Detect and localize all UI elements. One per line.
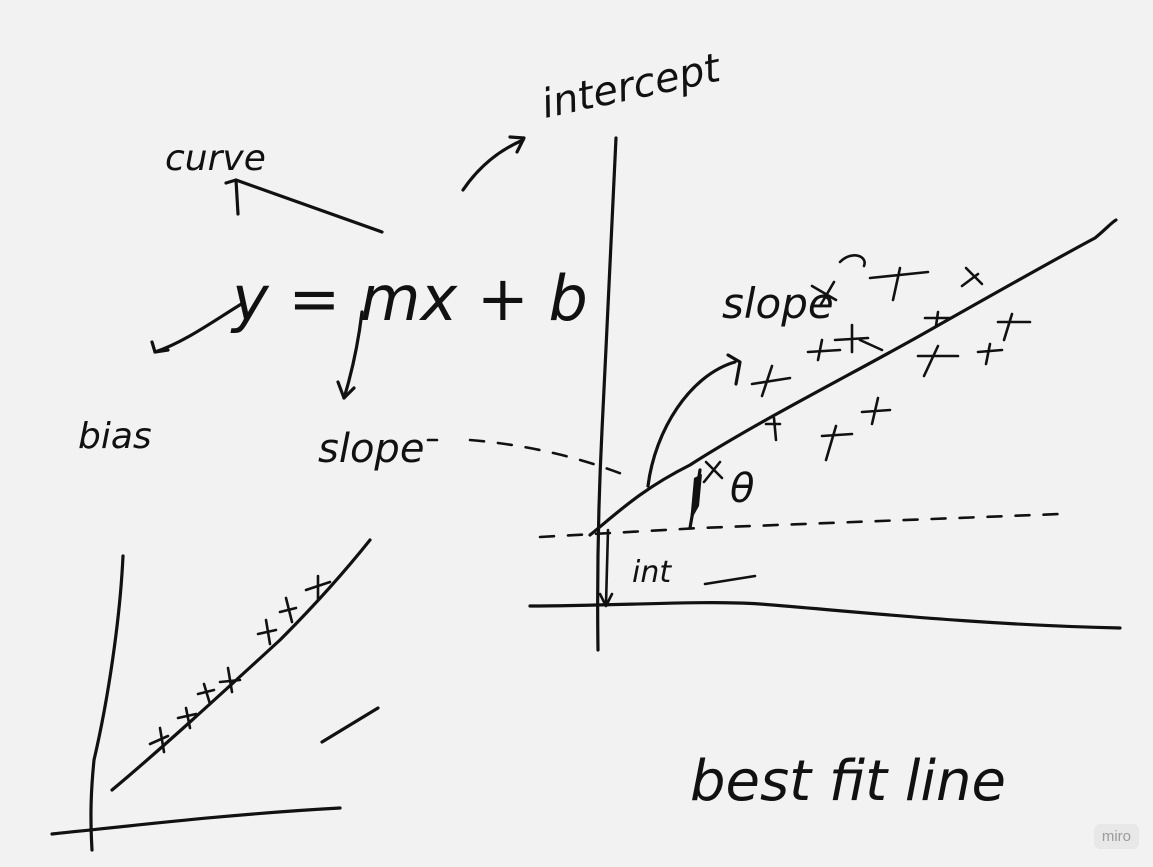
point-x-theta [702, 460, 724, 484]
arrow-to-slope-right-head [726, 353, 742, 386]
data-point [923, 310, 952, 328]
data-point [996, 312, 1032, 342]
data-point [256, 618, 278, 646]
small-x-axis [50, 806, 342, 836]
arrow-to-bias-head [150, 340, 170, 354]
data-point [810, 280, 838, 308]
arrow-to-bias [153, 301, 245, 354]
data-point [148, 726, 170, 754]
arrow-to-intercept [461, 138, 525, 192]
data-point [218, 666, 242, 694]
data-point [960, 266, 984, 288]
main-y-axis [596, 136, 618, 652]
intercept-label: intercept [538, 45, 726, 128]
intercept-down-arrow [604, 528, 610, 606]
curve-label: curve [165, 138, 266, 179]
arrow-to-intercept-head [508, 135, 526, 154]
data-point [278, 596, 298, 624]
small-y-axis [89, 554, 125, 852]
data-point [304, 574, 332, 602]
arrow-to-slope-head [336, 380, 356, 400]
data-point [858, 338, 884, 352]
slope-right-label: slope [722, 279, 834, 328]
equation-label: y = mx + b [230, 262, 588, 335]
arrow-to-curve [234, 178, 384, 234]
arrow-to-slope-right [646, 360, 737, 488]
data-point [750, 364, 792, 398]
intercept-abbrev-underline [703, 574, 757, 586]
data-point [176, 706, 198, 730]
intercept-guide-dashed [538, 512, 1062, 539]
main-x-axis [528, 601, 1122, 630]
slope-guide-dashed [468, 438, 624, 476]
data-point [860, 396, 892, 426]
best-fit-label: best fit line [690, 749, 1006, 814]
data-point [764, 416, 782, 442]
arrow-to-slope [342, 310, 364, 400]
data-point [806, 338, 842, 362]
data-point [820, 424, 854, 462]
arrow-to-curve-head [224, 178, 240, 216]
miro-watermark: miro [1093, 824, 1139, 849]
intercept-down-arrow-head [598, 592, 614, 608]
data-point [868, 266, 930, 302]
theta-label: θ [730, 466, 754, 512]
main-data-points [750, 266, 1032, 462]
data-point [976, 342, 1004, 366]
data-point [196, 682, 216, 706]
small-graph [50, 538, 380, 852]
theta-angle-fill [690, 474, 702, 522]
small-data-points [148, 574, 332, 754]
data-point [833, 323, 870, 354]
small-best-fit-line [110, 538, 372, 792]
loop-mark [838, 254, 866, 268]
main-graph [528, 136, 1122, 652]
small-stray-stroke [320, 706, 380, 744]
intercept-abbrev-label: int [632, 555, 672, 590]
bias-label: bias [78, 416, 152, 457]
slope-left-label: slope [318, 426, 424, 472]
equation-sketch: y = mx + b [230, 262, 588, 335]
data-point [916, 344, 960, 378]
best-fit-line-main [588, 218, 1118, 537]
